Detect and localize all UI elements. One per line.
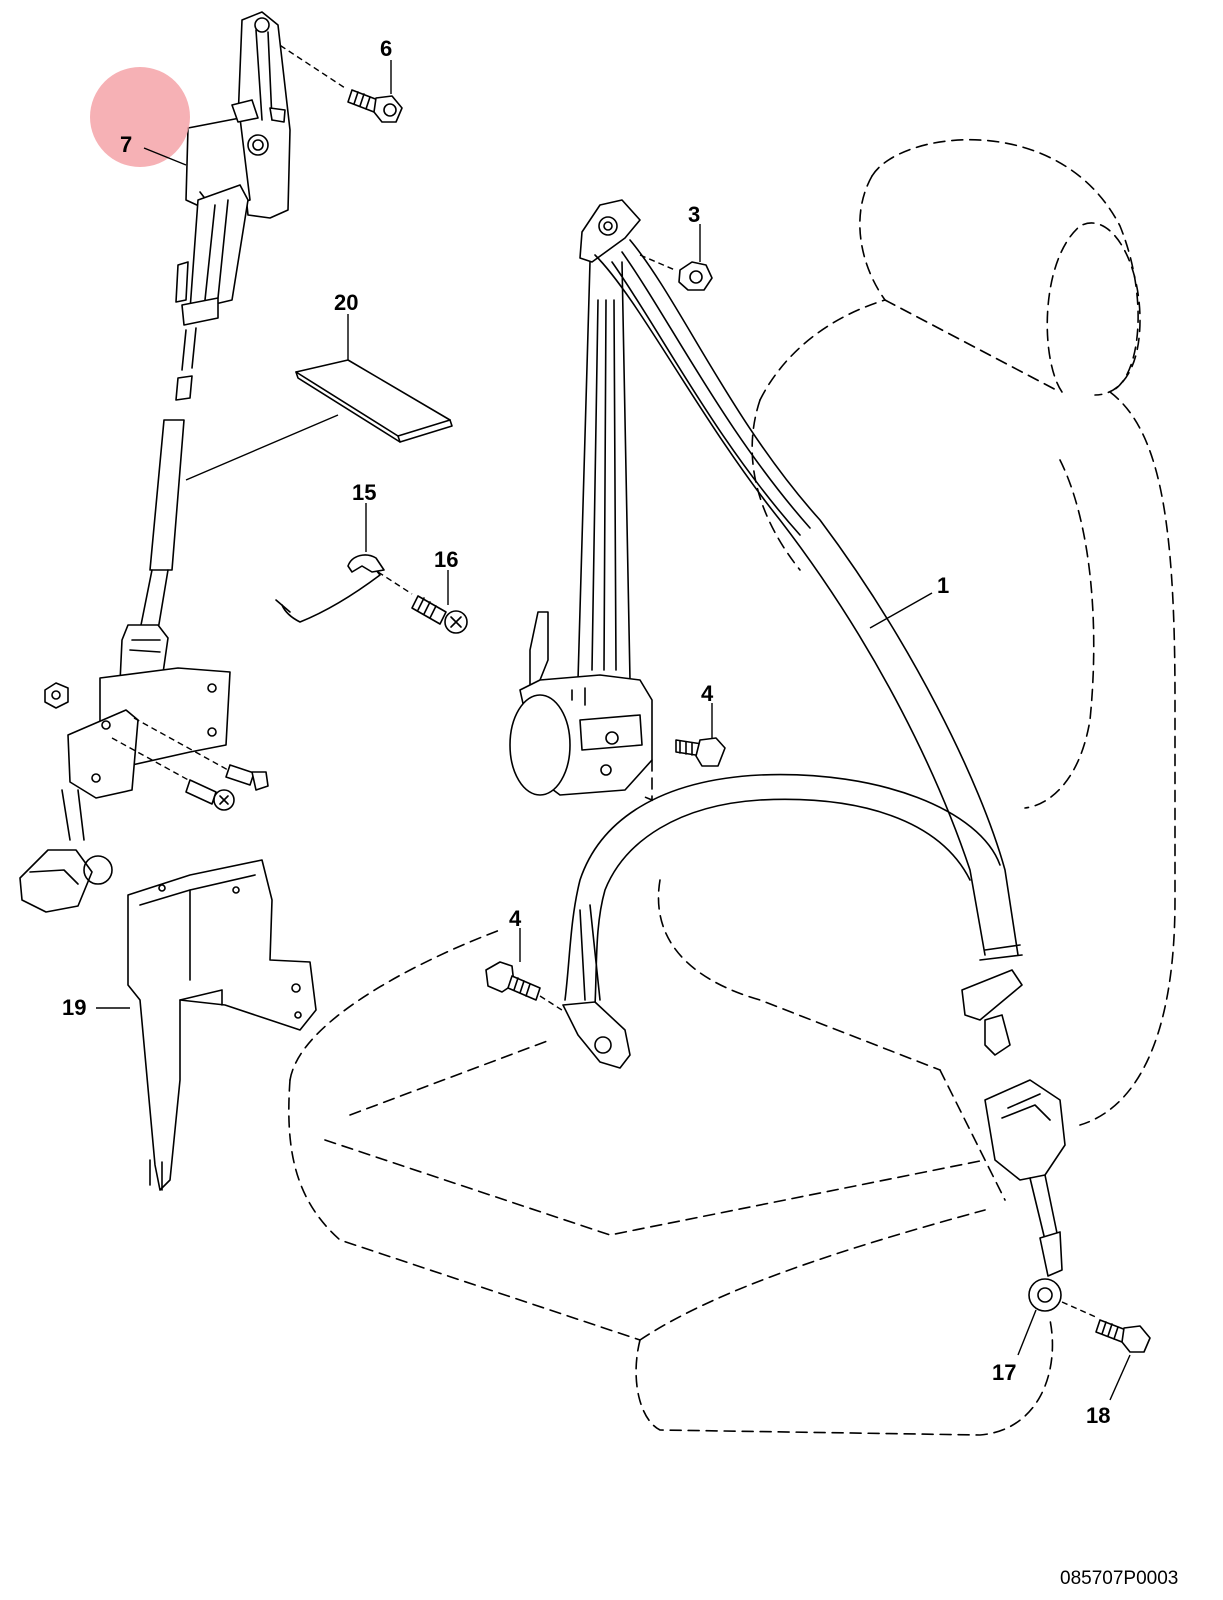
callout-15: 15 [352, 480, 376, 505]
callout-19: 19 [62, 995, 86, 1020]
height-adjuster-rail [139, 11, 339, 631]
bolt-18 [1095, 1319, 1151, 1353]
callout-16: 16 [434, 547, 458, 572]
callout-7: 7 [120, 132, 132, 157]
seat-outline [288, 139, 1176, 1436]
callout-18: 18 [1086, 1403, 1110, 1428]
callout-20: 20 [334, 290, 358, 315]
screw-16 [411, 595, 468, 634]
callout-7-group: 7 [90, 67, 190, 167]
bolt-6 [271, 39, 403, 123]
bolt-4-upper [675, 737, 726, 767]
callout-1: 1 [937, 573, 949, 598]
bolt-4-lower [485, 961, 566, 1013]
callout-17: 17 [992, 1360, 1016, 1385]
callout-7-highlight [90, 67, 190, 167]
bracket-19 [127, 859, 317, 1191]
buckle-assembly [984, 1079, 1099, 1319]
figure-id: 085707P0003 [1060, 1568, 1178, 1589]
callout-3: 3 [688, 202, 700, 227]
pretensioner-module [19, 624, 269, 913]
strip-20 [295, 359, 453, 443]
callout-4-lower: 4 [509, 906, 522, 931]
callout-4-upper: 4 [701, 681, 714, 706]
clip-15 [275, 554, 413, 623]
seat-belt-assembly [509, 199, 1023, 1069]
nut-3 [639, 254, 713, 291]
callout-6: 6 [380, 36, 392, 61]
